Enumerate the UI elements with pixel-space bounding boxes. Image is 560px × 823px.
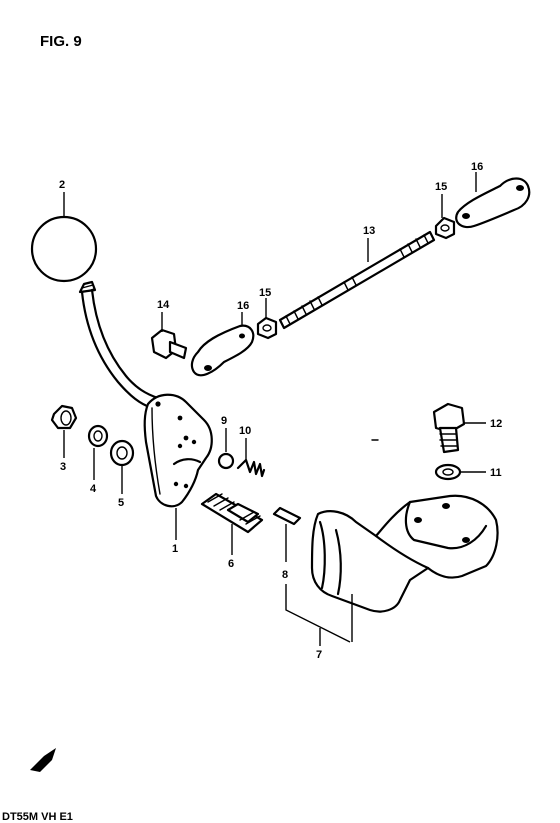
front-arrow-icon (30, 748, 56, 772)
part-4-lock-washer (87, 424, 109, 448)
part-15-nut-upper (434, 216, 456, 240)
callout-12: 12 (490, 418, 502, 430)
leader-lines (63, 172, 486, 646)
part-9-ball (217, 452, 235, 470)
callout-9: 9 (221, 415, 227, 427)
part-1-lever-plate (143, 393, 213, 508)
callout-4: 4 (90, 483, 97, 495)
callout-13: 13 (363, 225, 375, 237)
part-16-rod-end-lower (190, 324, 255, 377)
callout-7: 7 (316, 649, 322, 661)
diagram-code: DT55M VH E1 (2, 811, 73, 823)
callout-3: 3 (60, 461, 66, 473)
callout-16-lower: 16 (237, 300, 249, 312)
callout-2: 2 (59, 179, 65, 191)
callout-labels: 2 14 16 15 13 15 16 3 4 5 1 9 10 6 8 7 1… (59, 161, 502, 661)
callout-10: 10 (239, 425, 251, 437)
callout-8: 8 (282, 569, 288, 581)
part-11-washer (434, 463, 462, 481)
callout-11: 11 (490, 467, 502, 479)
callout-15-lower: 15 (259, 287, 271, 299)
callout-1: 1 (172, 543, 178, 555)
part-14-fitting (150, 328, 188, 360)
part-8-pin (272, 506, 302, 526)
part-12-bolt (432, 402, 466, 454)
part-16-rod-end-upper (455, 177, 531, 229)
shift-lever-rod (78, 280, 160, 410)
callout-15-upper: 15 (435, 181, 447, 193)
callout-14: 14 (157, 299, 170, 311)
part-5-washer (109, 439, 135, 467)
callout-5: 5 (118, 497, 124, 509)
callout-16-upper: 16 (471, 161, 483, 173)
part-3-nut (50, 404, 78, 430)
callout-6: 6 (228, 558, 234, 570)
part-13-rod (278, 230, 436, 330)
part-2-knob (30, 215, 98, 283)
part-10-spring (236, 458, 266, 478)
part-15-nut-lower (256, 316, 278, 340)
figure-title: FIG. 9 (40, 33, 82, 50)
part-6-stud (200, 492, 264, 534)
part-7-bracket (310, 494, 499, 613)
